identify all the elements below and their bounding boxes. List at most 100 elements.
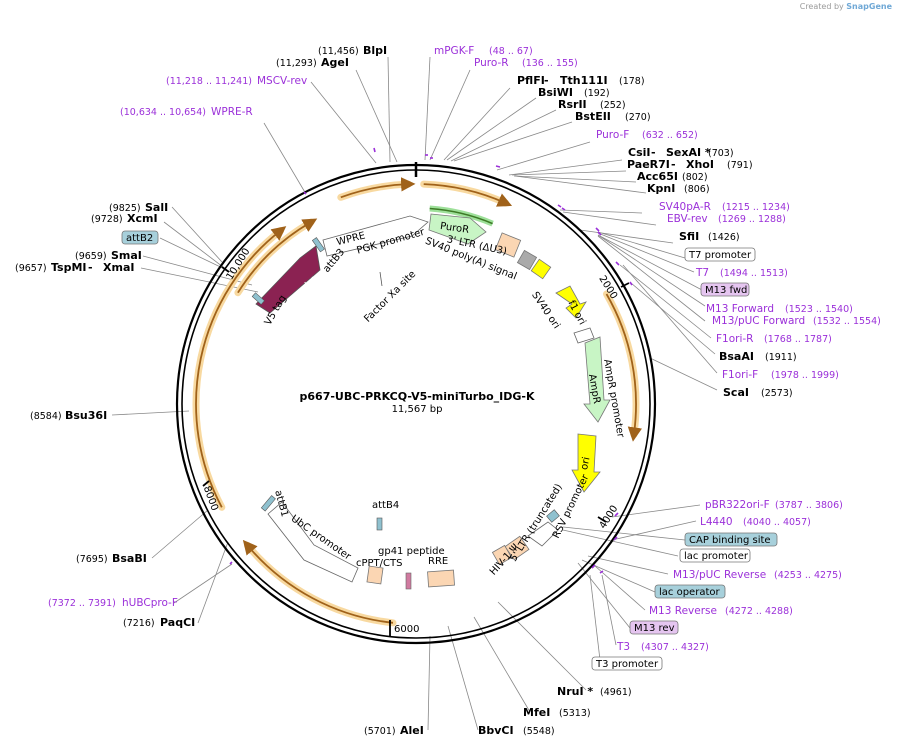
site-bsteii[interactable]: BstEII(270) [575,110,651,123]
site-alei[interactable]: (5701)AleI [364,724,424,737]
ltr5-feature[interactable] [504,535,530,561]
site-acc65i[interactable]: Acc65I(802) [637,170,708,183]
site-smai[interactable]: (9659)SmaI [75,249,142,262]
ubc-promoter-feature[interactable] [267,501,359,583]
svg-text:(1978 .. 1999): (1978 .. 1999) [771,370,839,381]
svg-text:AgeI: AgeI [321,56,349,69]
site-nrui[interactable]: NruI *(4961) [557,685,632,698]
svg-text:lac promoter: lac promoter [684,551,749,562]
orf-arc-5[interactable] [242,539,394,624]
site-xcmi[interactable]: (9728)XcmI [91,212,158,225]
site-scai[interactable]: ScaI(2573) [723,386,793,399]
f1-ori-feature[interactable] [555,285,587,319]
rsv-promoter-feature[interactable] [527,521,559,547]
primer-l4440[interactable]: L4440(4040 .. 4057) [700,516,811,528]
cppt-feature[interactable] [366,565,384,585]
puror-feature[interactable]: PuroR [428,213,487,245]
svg-text:lac operator: lac operator [659,587,720,598]
site-rsrii[interactable]: RsrII(252) [558,98,626,111]
svg-text:(632 .. 652): (632 .. 652) [642,130,698,141]
site-bsabi[interactable]: (7695)BsaBI [76,552,147,565]
box-cap-site[interactable]: CAP binding site [684,532,778,547]
attb3-feature[interactable] [311,237,325,253]
polya-feature[interactable] [516,249,538,271]
box-m13-rev[interactable]: M13 rev [629,620,679,635]
site-agei[interactable]: (11,293)AgeI [276,56,349,69]
svg-text:PaqCI: PaqCI [160,616,195,629]
hiv-psi-feature[interactable] [491,544,513,566]
site-bsaai[interactable]: BsaAI(1911) [719,350,797,363]
box-attb2[interactable]: attB2 [121,230,159,245]
site-bsu36i[interactable]: (8584)Bsu36I [30,409,107,422]
svg-text:AmpR promoter: AmpR promoter [601,358,626,439]
primer-puro-f[interactable]: Puro-F(632 .. 652) [596,129,698,141]
primer-puro-r[interactable]: Puro-R(136 .. 155) [474,57,578,69]
svg-text:BbvCI: BbvCI [478,724,514,737]
gp41-feature[interactable] [405,572,412,590]
primer-t7[interactable]: T7(1494 .. 1513) [695,267,788,279]
site-csii[interactable]: CsiI - SexAI *(703) [628,146,734,159]
primer-mscv-rev[interactable]: (11,218 .. 11,241) MSCV-rev [166,75,307,87]
orf-arc-4[interactable] [605,293,643,442]
box-lac-operator[interactable]: lac operator [654,584,726,599]
svg-text:ScaI: ScaI [723,386,749,399]
orf-arc-2[interactable] [423,183,513,207]
svg-text:BstEII: BstEII [575,110,611,123]
primer-mpgk-f[interactable]: mPGK-F(48 .. 67) [434,45,533,57]
attb1-feature[interactable] [260,495,276,512]
svg-text:MSCV-rev: MSCV-rev [257,75,307,87]
primer-sv40pa-r[interactable]: SV40pA-R(1215 .. 1234) [659,201,790,213]
site-mfei[interactable]: MfeI(5313) [523,706,591,719]
site-paqci[interactable]: (7216)PaqCI [123,616,195,629]
primer-m13-puc-reverse[interactable]: M13/pUC Reverse(4253 .. 4275) [673,569,842,581]
svg-text:(11,218 .. 11,241): (11,218 .. 11,241) [166,76,252,87]
svg-text:Acc65I: Acc65I [637,170,678,183]
primer-pbr322ori-f[interactable]: pBR322ori-F (3787 .. 3806) [705,499,843,511]
site-sali[interactable]: (9825)SalI [109,201,168,214]
svg-text:(1911): (1911) [765,352,797,363]
svg-text:MfeI: MfeI [523,706,550,719]
ltr3-feature[interactable] [494,232,522,258]
svg-text:PflFI: PflFI [517,74,545,87]
ampr-feature[interactable] [583,336,611,423]
orf-arc-3[interactable] [237,218,318,294]
site-kpni[interactable]: KpnI(806) [647,182,710,195]
svg-text:SV40pA-R: SV40pA-R [659,201,711,213]
ori-feature[interactable]: ori [571,433,601,493]
sv40-ori-feature[interactable] [530,258,552,280]
orf-arc-6[interactable] [195,226,287,508]
site-tspmi[interactable]: (9657)TspMI - XmaI [15,261,134,274]
svg-text:cPPT/CTS: cPPT/CTS [356,558,402,569]
svg-text:pBR322ori-F: pBR322ori-F [705,499,770,511]
attb4-feature[interactable] [376,517,383,531]
site-pflfi[interactable]: PflFI - Tth111I(178) [517,74,645,87]
svg-text:attB2: attB2 [126,233,153,244]
svg-text:8000: 8000 [201,485,220,513]
box-t7-promoter[interactable]: T7 promoter [684,247,756,262]
site-bsiwi[interactable]: BsiWI(192) [538,86,610,99]
primer-m13-forward[interactable]: M13 Forward(1523 .. 1540) [706,303,853,315]
site-bbvci[interactable]: BbvCI(5548) [478,724,555,737]
ampr-promoter-feature[interactable] [573,327,595,344]
primer-t3[interactable]: T3(4307 .. 4327) [616,641,709,653]
primer-m13-puc-forward[interactable]: M13/pUC Forward(1532 .. 1554) [712,315,881,327]
primer-wpre-r[interactable]: (10,634 .. 10,654)WPRE-R [120,106,253,118]
primer-ebv-rev[interactable]: EBV-rev(1269 .. 1288) [667,213,786,225]
primer-m13-reverse[interactable]: M13 Reverse(4272 .. 4288) [649,605,793,617]
primer-f1ori-r[interactable]: F1ori-R(1768 .. 1787) [716,333,832,345]
box-t3-promoter[interactable]: T3 promoter [591,656,663,671]
orf-arc-1[interactable] [340,177,416,199]
svg-text:PuroR: PuroR [439,221,469,236]
primer-f1ori-f[interactable]: F1ori-F(1978 .. 1999) [722,369,839,381]
wpre-feature[interactable]: WPRE [322,215,429,257]
site-sfii[interactable]: SfiI(1426) [679,230,740,243]
box-lac-promoter[interactable]: lac promoter [679,548,751,563]
site-blpi[interactable]: (11,456)BlpI [318,44,387,57]
rre-feature[interactable] [427,569,455,588]
site-paer7i[interactable]: PaeR7I - XhoI(791) [627,158,753,171]
svg-text:M13 Reverse: M13 Reverse [649,605,717,617]
svg-text:attB4: attB4 [372,500,399,511]
box-m13-fwd[interactable]: M13 fwd [700,282,750,297]
svg-text:(3787 .. 3806): (3787 .. 3806) [775,500,843,511]
primer-hubcpro-f[interactable]: (7372 .. 7391)hUBCpro-F [48,597,178,609]
